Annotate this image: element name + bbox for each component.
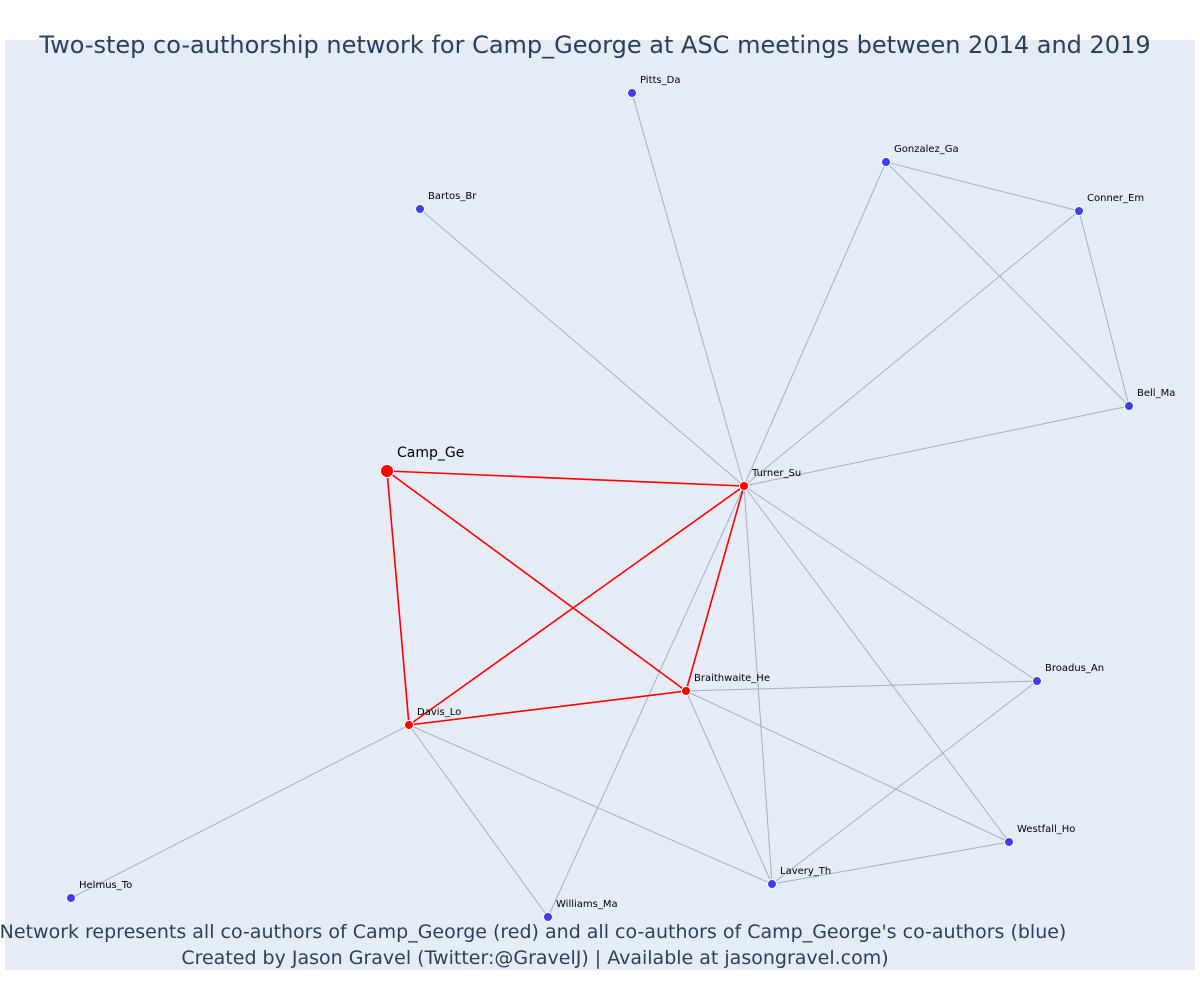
edge-Turner_Su-Lavery_Th [743,485,773,885]
edge-Davis_Lo-Williams_Ma [408,724,549,918]
edge-Conner_Em-Bell_Ma [1078,210,1130,407]
edge-Turner_Su-Broadus_An [743,485,1038,682]
node-Gonzalez_Ga[interactable] [881,157,891,167]
node-label-Westfall_Ho: Westfall_Ho [1017,824,1075,835]
caption-line-1: Network represents all co-authors of Cam… [0,921,1066,943]
edge-Camp_Ge-Turner_Su [386,470,745,487]
edge-Turner_Su-Westfall_Ho [743,485,1010,843]
node-label-Bell_Ma: Bell_Ma [1137,388,1175,399]
edge-Turner_Su-Williams_Ma [547,485,745,918]
node-label-Williams_Ma: Williams_Ma [556,899,618,910]
node-Lavery_Th[interactable] [767,879,777,889]
edge-Turner_Su-Bartos_Br [419,208,745,487]
caption-line-2: Created by Jason Gravel (Twitter:@Gravel… [181,947,888,969]
node-Broadus_An[interactable] [1032,676,1042,686]
edge-Braithwaite_He-Broadus_An [685,680,1038,692]
edge-Turner_Su-Davis_Lo [408,485,745,726]
edge-Turner_Su-Braithwaite_He [685,485,745,692]
edge-Gonzalez_Ga-Bell_Ma [885,161,1130,407]
edge-Turner_Su-Conner_Em [743,210,1080,487]
node-Westfall_Ho[interactable] [1004,837,1014,847]
edge-Lavery_Th-Westfall_Ho [771,841,1010,885]
node-label-Bartos_Br: Bartos_Br [428,191,477,202]
node-Pitts_Da[interactable] [627,88,637,98]
edge-Braithwaite_He-Westfall_Ho [685,690,1010,843]
plot-background [5,40,1195,970]
node-label-Braithwaite_He: Braithwaite_He [694,673,770,684]
node-Bell_Ma[interactable] [1124,401,1134,411]
chart-title: Two-step co-authorship network for Camp_… [38,31,1150,59]
edge-Davis_Lo-Helmus_To [70,724,410,899]
node-label-Conner_Em: Conner_Em [1087,193,1144,204]
node-label-Gonzalez_Ga: Gonzalez_Ga [894,144,959,155]
node-label-Turner_Su: Turner_Su [751,468,801,479]
node-label-Helmus_To: Helmus_To [79,880,132,891]
edge-Camp_Ge-Braithwaite_He [386,470,687,692]
node-Bartos_Br[interactable] [415,204,425,214]
node-label-Broadus_An: Broadus_An [1045,663,1104,674]
edges-layer [70,92,1130,918]
node-Davis_Lo[interactable] [404,720,414,730]
edge-Turner_Su-Pitts_Da [631,92,745,487]
node-Williams_Ma[interactable] [543,912,553,922]
node-Braithwaite_He[interactable] [681,686,691,696]
node-Turner_Su[interactable] [739,481,749,491]
node-Conner_Em[interactable] [1074,206,1084,216]
node-label-Davis_Lo: Davis_Lo [417,707,461,718]
node-label-Camp_Ge: Camp_Ge [397,445,464,461]
edge-Camp_Ge-Davis_Lo [386,470,410,726]
node-label-Pitts_Da: Pitts_Da [640,75,680,86]
nodes-layer [66,88,1134,922]
node-label-Lavery_Th: Lavery_Th [780,866,831,877]
node-Camp_Ge[interactable] [380,464,394,478]
edge-Braithwaite_He-Lavery_Th [685,690,773,885]
edge-Davis_Lo-Lavery_Th [408,724,773,885]
edge-Lavery_Th-Broadus_An [771,680,1038,885]
node-Helmus_To[interactable] [66,893,76,903]
edge-Turner_Su-Bell_Ma [743,405,1130,487]
edge-Gonzalez_Ga-Conner_Em [885,161,1080,212]
edge-Turner_Su-Gonzalez_Ga [743,161,887,487]
edge-Braithwaite_He-Davis_Lo [408,690,687,726]
